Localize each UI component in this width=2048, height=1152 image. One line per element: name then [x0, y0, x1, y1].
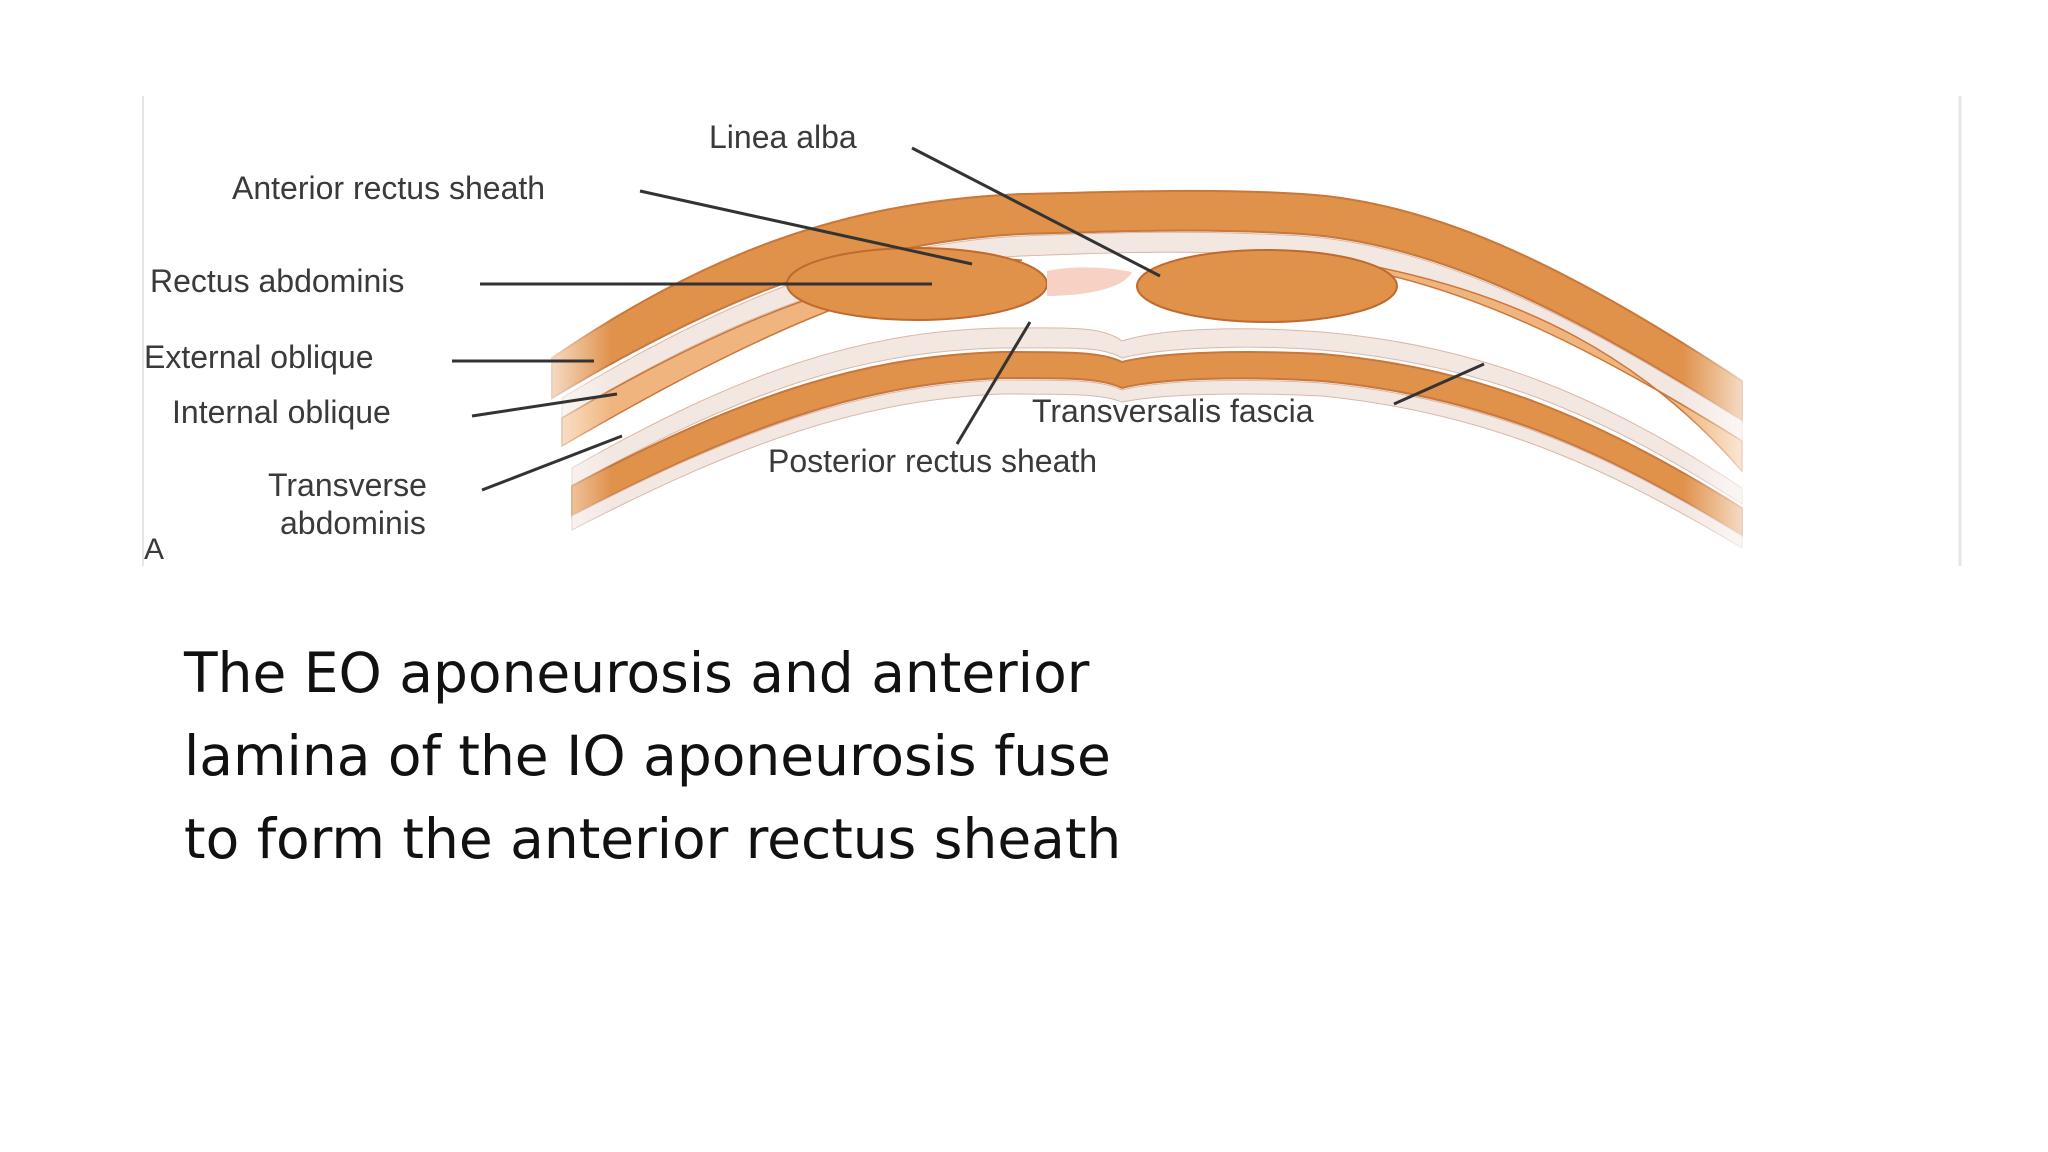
internal-oblique-layer	[561, 258, 1023, 448]
leader-linea-alba	[911, 146, 1161, 278]
leader-transversalis-fascia	[1393, 362, 1485, 406]
rectus-abdominis-right	[1136, 249, 1398, 323]
label-transversalis-fascia: Transversalis fascia	[1032, 393, 1314, 429]
label-linea-alba: Linea alba	[709, 119, 857, 155]
left-fade	[522, 176, 612, 566]
leader-posterior-rectus-sheath	[955, 321, 1032, 445]
label-external-oblique: External oblique	[144, 339, 374, 375]
label-abdominis: abdominis	[280, 505, 426, 541]
label-posterior-rectus-sheath: Posterior rectus sheath	[768, 443, 1098, 479]
leader-transverse-abdominis	[481, 434, 623, 492]
caption-text: The EO aponeurosis and anterior lamina o…	[184, 632, 1284, 881]
caption-line-1: The EO aponeurosis and anterior	[184, 641, 1090, 705]
label-transverse: Transverse	[268, 467, 427, 503]
caption-line-3: to form the anterior rectus sheath	[184, 807, 1122, 871]
caption-line-2: lamina of the IO aponeurosis fuse	[184, 724, 1111, 788]
abdominal-wall-cross-section	[142, 96, 1962, 566]
label-internal-oblique: Internal oblique	[172, 394, 391, 430]
label-rectus-abdominis: Rectus abdominis	[150, 263, 405, 299]
linea-alba	[1047, 267, 1132, 296]
right-fade	[1682, 176, 1772, 566]
panel-letter: A	[144, 533, 165, 566]
leader-anterior-rectus-sheath	[639, 189, 973, 266]
label-anterior-rectus-sheath: Anterior rectus sheath	[232, 170, 546, 206]
leader-lines	[452, 146, 1485, 492]
anatomy-figure: Linea alba Anterior rectus sheath Rectus…	[142, 96, 1962, 566]
leader-internal-oblique	[471, 392, 618, 418]
